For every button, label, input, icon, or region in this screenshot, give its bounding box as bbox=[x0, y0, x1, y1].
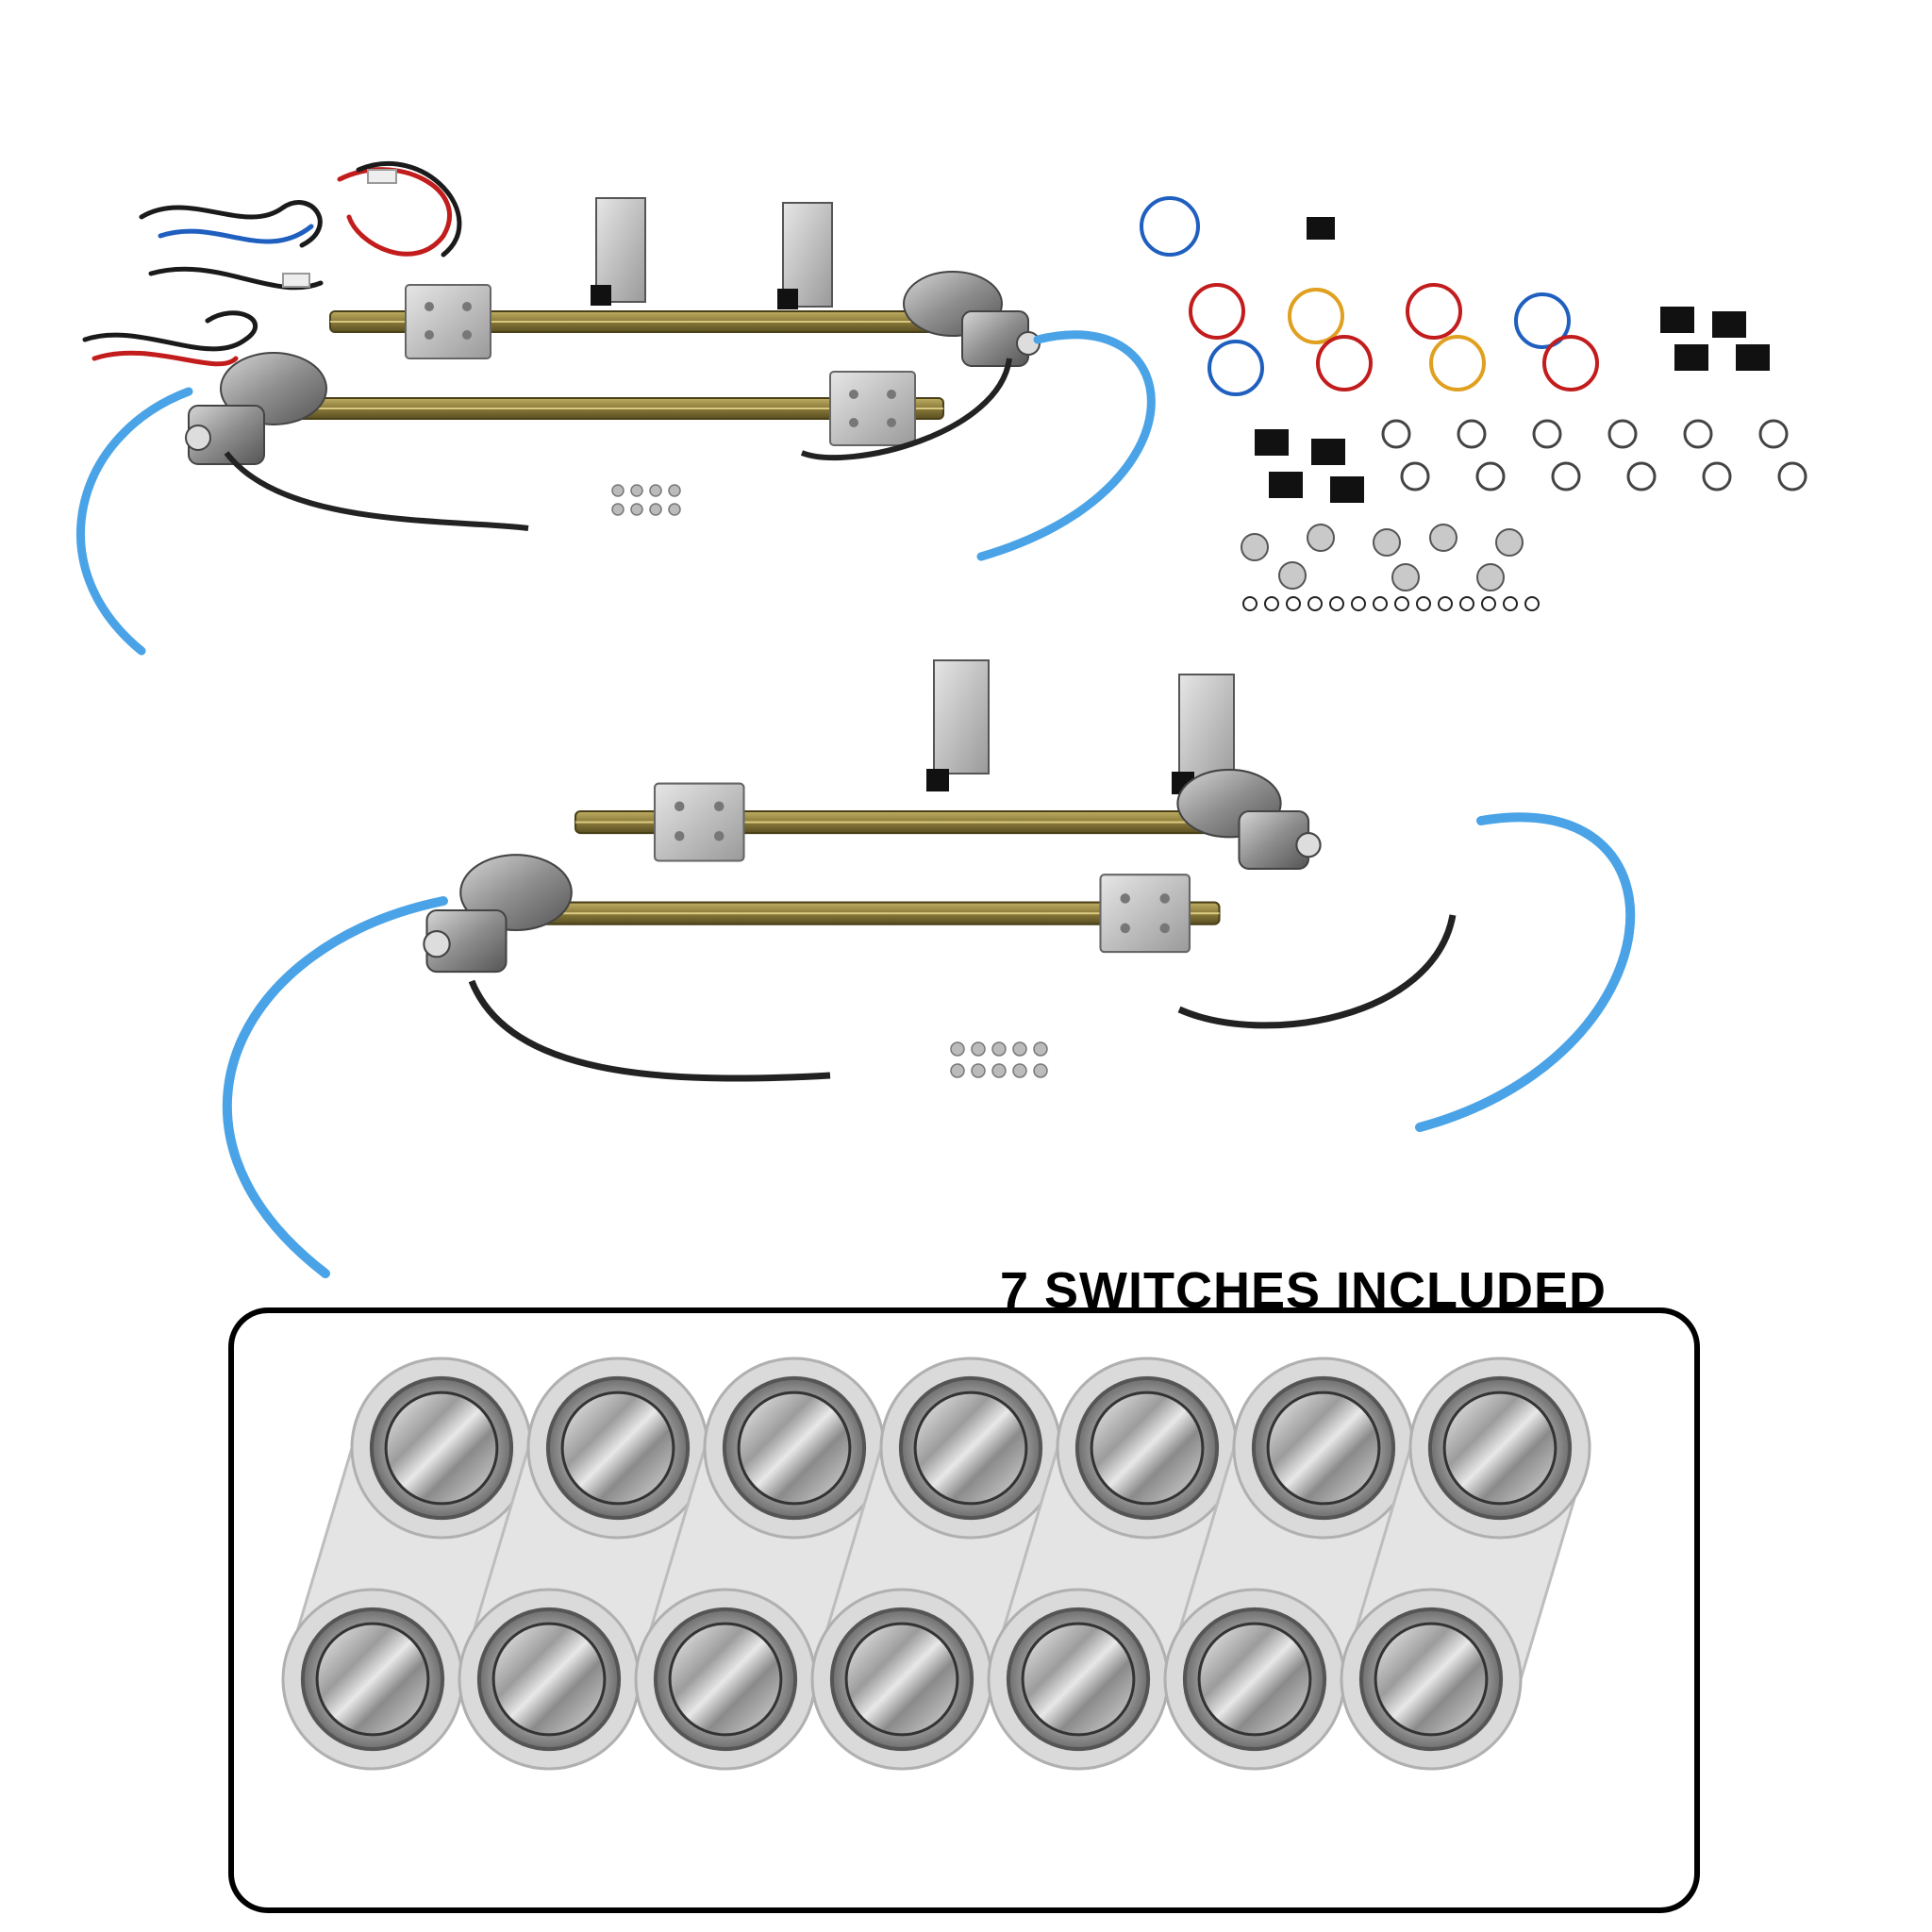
bolts-icon bbox=[611, 484, 681, 516]
cable-icon bbox=[76, 387, 193, 656]
wire-icon bbox=[800, 358, 1012, 461]
switches-panel bbox=[228, 1307, 1700, 1913]
window-regulator-kit-2 bbox=[222, 659, 1636, 1278]
cable-icon bbox=[976, 330, 1156, 561]
wire-icon bbox=[224, 451, 529, 531]
wiring-harness-icon bbox=[82, 161, 462, 367]
relay-harness-cluster bbox=[1140, 196, 1807, 611]
regulator-pair bbox=[423, 768, 1322, 974]
cable-icon bbox=[1415, 812, 1636, 1132]
wire-icon bbox=[468, 979, 831, 1082]
bolts-icon bbox=[950, 1041, 1048, 1078]
mounting-bracket-icon bbox=[926, 659, 1235, 794]
window-regulator-kit-1 bbox=[76, 161, 1156, 656]
mounting-bracket-icon bbox=[591, 197, 833, 309]
cable-icon bbox=[222, 896, 448, 1278]
wire-icon bbox=[1177, 914, 1457, 1029]
